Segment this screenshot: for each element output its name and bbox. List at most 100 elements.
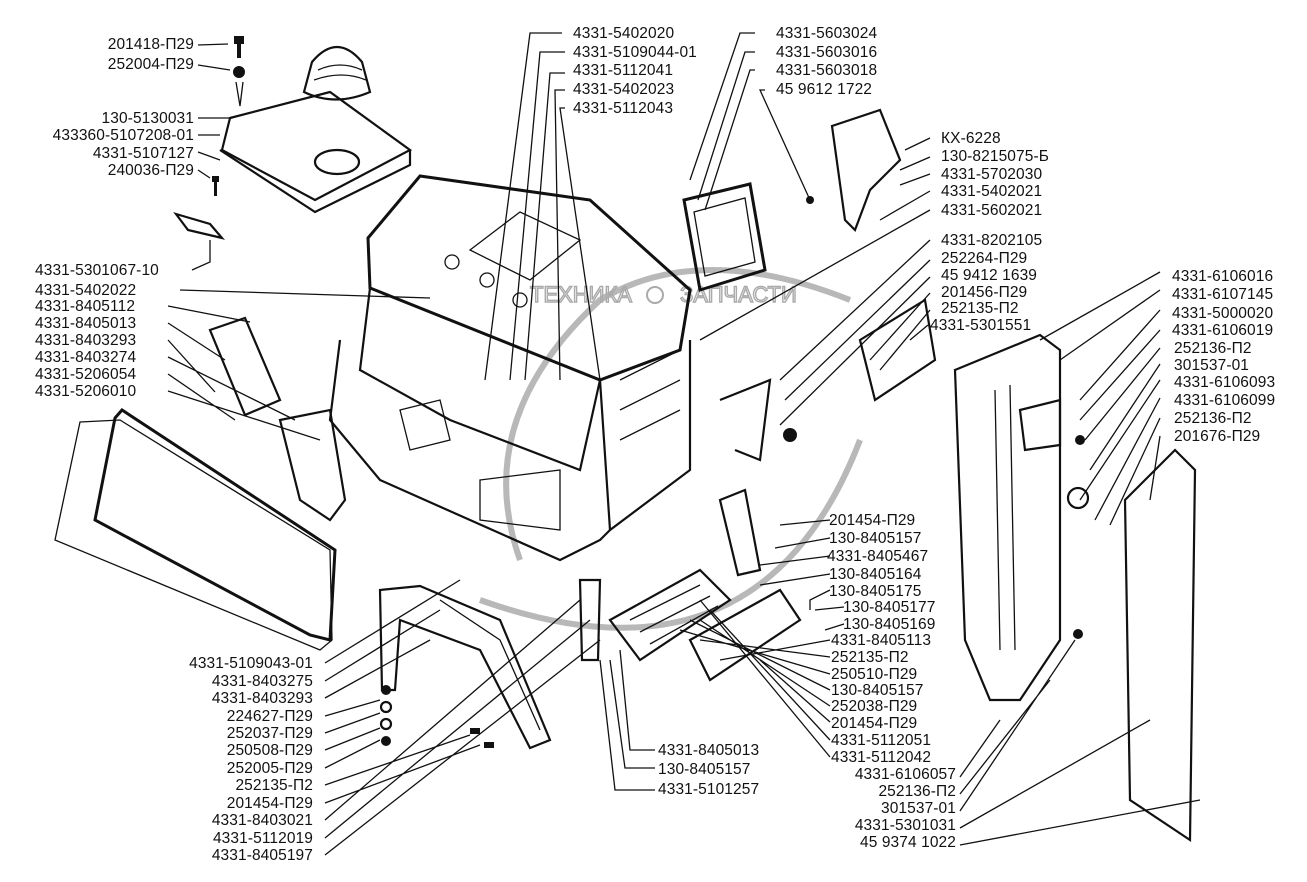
part-label: 252037-П29 — [226, 725, 313, 742]
part-label: 4331-5206054 — [35, 366, 137, 383]
handle-bracket — [173, 212, 226, 240]
part-label: 4331-8405013 — [35, 315, 137, 332]
washer-icon — [379, 700, 393, 714]
washer-icon — [233, 66, 245, 78]
part-label: 301537-01 — [880, 800, 956, 817]
cab-lower — [328, 339, 611, 562]
roof-rivet — [479, 272, 495, 288]
cab-body — [328, 174, 692, 562]
washer-icon — [1066, 486, 1090, 510]
part-label: 130-8405169 — [843, 616, 936, 633]
part-label: 4331-8403275 — [211, 673, 313, 690]
rod — [719, 378, 772, 462]
part-label: 4331-6106057 — [854, 766, 956, 783]
part-label: 130-8215075-Б — [941, 148, 1049, 165]
part-label: 252136-П2 — [1174, 340, 1252, 357]
gear-boot — [302, 46, 372, 101]
part-label: 252005-П29 — [226, 760, 313, 777]
rear-window — [682, 182, 767, 292]
step-plate — [608, 568, 732, 662]
bolt-icon — [381, 685, 391, 695]
part-label: 130-8405157 — [658, 761, 751, 778]
part-label: 130-5130031 — [101, 110, 194, 127]
watermark-arc — [503, 267, 852, 562]
door-lines — [619, 349, 681, 441]
part-label: 252264-П29 — [941, 250, 1028, 267]
part-label: 4331-6107145 — [1172, 286, 1274, 303]
part-label: 4331-5206010 — [35, 383, 137, 400]
leader-lines — [167, 32, 1201, 856]
part-label: 4331-5112043 — [573, 100, 674, 117]
part-label: 201454-П29 — [829, 512, 916, 529]
glass — [54, 419, 333, 651]
part-label: 4331-8403293 — [211, 690, 313, 707]
part-label: 4331-5109043-01 — [189, 655, 313, 672]
part-label: 252135-П2 — [831, 649, 909, 666]
rear-window-frame — [682, 182, 767, 292]
part-label: 4331-8202105 — [941, 232, 1043, 249]
part-label: 4331-5109044-01 — [573, 44, 697, 61]
part-label: 130-8405175 — [829, 583, 922, 600]
part-label: 433360-5107208-01 — [52, 127, 194, 144]
part-label: 4331-5112042 — [831, 749, 932, 766]
part-label: 4331-5402020 — [573, 25, 675, 42]
part-label: 4331-5702030 — [941, 166, 1043, 183]
part-label: 4331-8403021 — [211, 812, 313, 829]
part-label: 250508-П29 — [226, 742, 313, 759]
part-label: КХ-6228 — [941, 130, 1001, 147]
glass-seal — [93, 408, 337, 642]
mirror-bracket — [806, 108, 902, 232]
part-label: 252136-П2 — [878, 783, 956, 800]
bracket — [830, 108, 902, 232]
step-assembly — [578, 488, 802, 682]
part-label: 252038-П29 — [831, 698, 918, 715]
door-opening — [598, 340, 692, 533]
step-holes — [629, 584, 719, 645]
roof-rivet — [512, 292, 528, 308]
washer-icon — [379, 717, 393, 731]
door-hinge — [719, 298, 937, 462]
pin — [235, 81, 244, 107]
fender-left — [278, 408, 347, 522]
cab-panel — [479, 469, 561, 531]
part-label: 4331-5402021 — [941, 183, 1043, 200]
part-label: 252004-П29 — [107, 56, 194, 73]
boot-ribs — [313, 64, 367, 81]
part-label: 4331-5603016 — [776, 44, 878, 61]
part-label: 201676-П29 — [1174, 428, 1261, 445]
step-bracket — [208, 316, 282, 417]
part-label: 4331-6106093 — [1174, 374, 1276, 391]
part-label: 201418-П29 — [107, 36, 194, 53]
part-label: 4331-5000020 — [1172, 305, 1274, 322]
part-label: 130-8405157 — [831, 682, 924, 699]
watermark-text-left: ТЕХНИКА — [530, 282, 632, 307]
part-label: 130-8405164 — [829, 566, 922, 583]
part-label: 4331-5112051 — [831, 732, 932, 749]
part-label: 301537-01 — [1174, 357, 1250, 374]
part-label: 4331-5101257 — [658, 781, 760, 798]
part-label: 4331-6106016 — [1172, 268, 1274, 285]
part-label: 4331-6106019 — [1172, 322, 1274, 339]
hatch-opening — [313, 148, 361, 176]
bolt-icon — [234, 36, 244, 58]
part-label: 4331-5301067-10 — [35, 262, 159, 279]
roof-hatch-assembly — [173, 36, 413, 240]
screw-icon — [212, 176, 219, 196]
step-frame — [688, 588, 802, 682]
part-label: 4331-8403274 — [35, 349, 137, 366]
part-label: 4331-5603024 — [776, 25, 878, 42]
dash-vent — [399, 399, 451, 451]
hatch-seal — [219, 149, 412, 214]
part-label: 4331-5112041 — [573, 62, 674, 79]
part-label: 250510-П29 — [831, 666, 918, 683]
part-label: 224627-П29 — [226, 708, 313, 725]
latch — [1018, 398, 1062, 452]
fender-inner — [439, 599, 541, 731]
part-label: 4331-5402022 — [35, 282, 137, 299]
bolt-icon — [783, 428, 797, 442]
part-label: 201454-П29 — [831, 715, 918, 732]
part-label: 4331-8403293 — [35, 332, 137, 349]
part-label: 130-8405157 — [829, 530, 922, 547]
gear-icon — [646, 286, 664, 304]
part-label: 4331-8405197 — [211, 847, 313, 864]
